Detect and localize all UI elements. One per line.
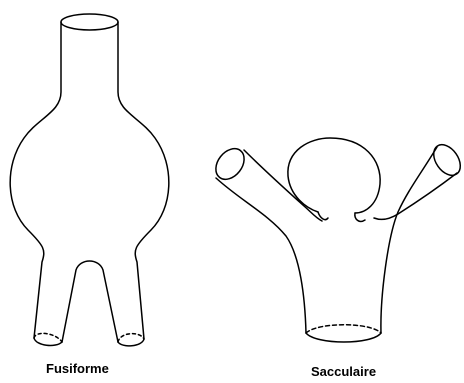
saccular-label: Sacculaire [311,364,376,379]
fusiform-left-branch-end [34,338,62,345]
fusiform-label: Fusiforme [46,361,109,376]
saccular-left-inner-wall [244,150,322,221]
saccular-neck-right [355,213,365,221]
saccular-aneurysm [210,138,464,342]
saccular-sac [288,138,380,213]
fusiform-left-wall [10,22,61,338]
fusiform-right-wall [118,22,169,339]
saccular-trunk-opening [306,333,381,342]
fusiform-top-opening [61,14,118,30]
saccular-left-outer-wall [216,178,306,333]
fusiform-bifurcation [62,261,118,342]
fusiform-aneurysm [10,14,169,346]
saccular-neck-left [318,212,328,220]
fusiform-right-branch-end [118,339,144,346]
saccular-right-branch-opening [428,140,464,180]
saccular-right-outer-wall [381,147,437,333]
